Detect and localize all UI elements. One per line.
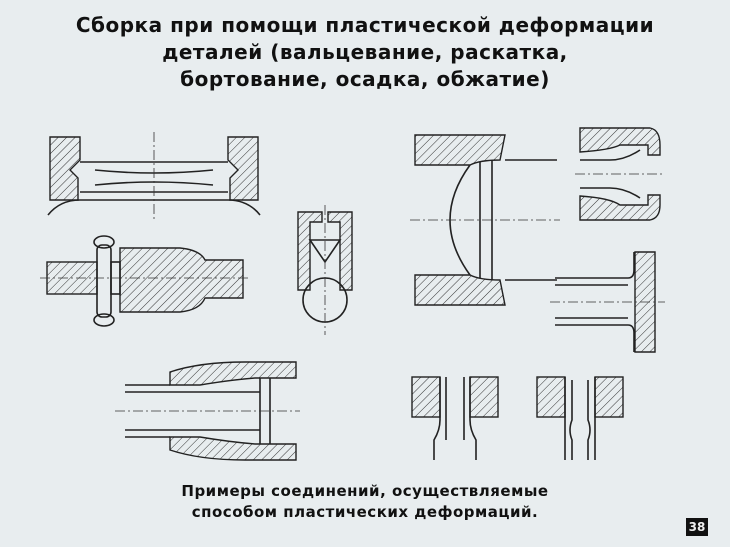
- caption-line-1: Примеры соединений, осуществляемые: [181, 482, 549, 500]
- slide-title: Сборка при помощи пластической деформаци…: [0, 12, 730, 93]
- drawing-flanged-dome: [410, 134, 560, 306]
- drawing-pressed-insert-1: [411, 376, 499, 460]
- title-line-1: Сборка при помощи пластической деформаци…: [75, 13, 655, 37]
- drawing-ball-joint: [297, 205, 353, 335]
- slide-number-badge: 38: [686, 518, 708, 536]
- caption-line-2: способом пластических деформаций.: [191, 503, 539, 521]
- drawing-crimped-pipe: [115, 361, 300, 461]
- drawing-rolled-ring: [47, 132, 261, 220]
- title-line-3: бортование, осадка, обжатие): [180, 67, 550, 91]
- caption: Примеры соединений, осуществляемые спосо…: [150, 481, 580, 523]
- drawing-swaged-tube: [575, 127, 665, 221]
- drawing-pressed-insert-2: [536, 376, 624, 460]
- title-line-2: деталей (вальцевание, раскатка,: [162, 40, 568, 64]
- drawing-flanged-bush: [550, 251, 665, 353]
- drawing-riveted-clevis: [40, 235, 250, 327]
